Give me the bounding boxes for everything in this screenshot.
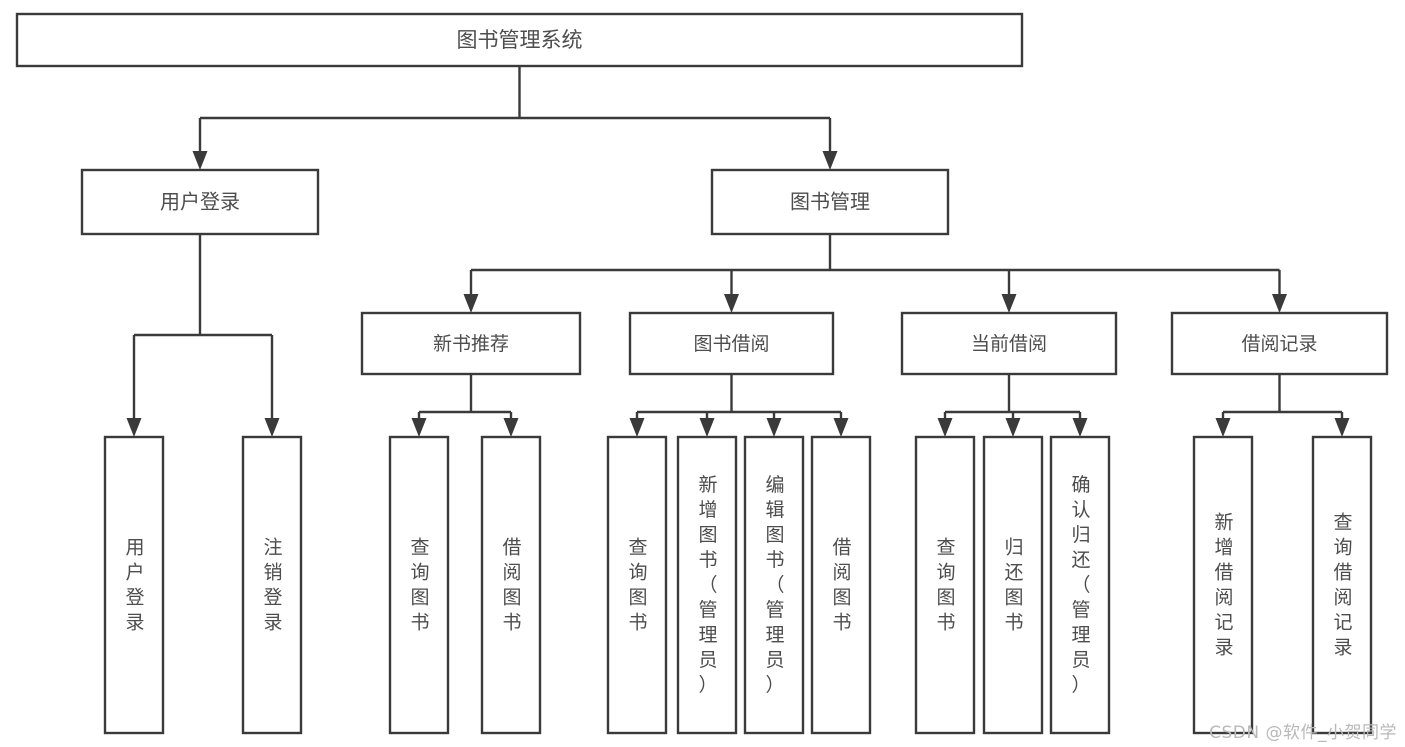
node-box-new-book-recommend[interactable]: [360, 311, 582, 376]
node-book-management[interactable]: 图书管理: [710, 168, 950, 236]
node-user-logout[interactable]: 注销登录: [241, 435, 303, 735]
node-box-query-book-2[interactable]: [606, 435, 668, 735]
node-box-borrow-book-2[interactable]: [810, 435, 872, 735]
node-current-borrow[interactable]: 当前借阅: [900, 311, 1118, 376]
book-management-arrow-icon-0: [463, 294, 479, 313]
node-book-borrow[interactable]: 图书借阅: [628, 311, 835, 376]
node-box-edit-book-admin[interactable]: [743, 435, 805, 735]
node-user-login-do[interactable]: 用户登录: [103, 435, 165, 735]
book-borrow-arrow-icon-0: [629, 418, 645, 437]
node-label-root: 图书管理系统: [457, 28, 583, 52]
node-box-current-borrow[interactable]: [900, 311, 1118, 376]
book-management-arrow-icon-2: [1001, 294, 1017, 313]
user-login-arrow-icon-1: [264, 418, 280, 437]
node-label-borrow-records: 借阅记录: [1241, 333, 1317, 355]
book-management-arrow-icon-3: [1272, 294, 1287, 313]
node-add-borrow-record[interactable]: 新增借阅记录: [1192, 435, 1254, 735]
node-label-add-borrow-record: 新增借阅记录: [1214, 511, 1233, 658]
node-label-user-login-do: 用户登录: [125, 536, 144, 633]
current-borrow-arrow-icon-0: [937, 418, 953, 437]
node-confirm-return-admin[interactable]: 确认归还（管理员）: [1049, 435, 1111, 735]
node-box-query-book-1[interactable]: [388, 435, 450, 735]
node-box-book-borrow[interactable]: [628, 311, 835, 376]
book-borrow-arrow-icon-3: [833, 418, 849, 437]
node-layer: 图书管理系统用户登录用户登录注销登录图书管理新书推荐查询图书借阅图书图书借阅查询…: [15, 12, 1389, 735]
node-label-borrow-book-1: 借阅图书: [502, 536, 521, 633]
node-borrow-records[interactable]: 借阅记录: [1170, 311, 1389, 376]
node-borrow-book-1[interactable]: 借阅图书: [480, 435, 542, 735]
node-label-book-management: 图书管理: [790, 190, 870, 214]
node-label-return-book: 归还图书: [1004, 536, 1023, 633]
node-label-new-book-recommend: 新书推荐: [433, 333, 509, 355]
node-label-current-borrow: 当前借阅: [971, 333, 1047, 355]
node-label-query-book-1: 查询图书: [410, 536, 429, 633]
connector-layer: [126, 66, 1350, 437]
node-label-query-book-3: 查询图书: [936, 536, 955, 633]
node-label-edit-book-admin: 编辑图书（管理员）: [765, 474, 784, 696]
node-box-query-borrow-record[interactable]: [1311, 435, 1373, 735]
user-login-arrow-icon-0: [126, 418, 142, 437]
node-add-book-admin[interactable]: 新增图书（管理员）: [676, 435, 738, 735]
book-borrow-arrow-icon-1: [699, 418, 715, 437]
node-box-borrow-records[interactable]: [1170, 311, 1389, 376]
node-box-add-borrow-record[interactable]: [1192, 435, 1254, 735]
book-management-arrow-icon-1: [724, 294, 739, 313]
node-label-confirm-return-admin: 确认归还（管理员）: [1071, 474, 1090, 696]
root-arrow-icon-0: [192, 151, 208, 170]
node-box-borrow-book-1[interactable]: [480, 435, 542, 735]
node-box-user-login[interactable]: [80, 168, 320, 236]
current-borrow-arrow-icon-1: [1005, 418, 1021, 437]
borrow-records-arrow-icon-1: [1334, 418, 1350, 437]
node-box-user-logout[interactable]: [241, 435, 303, 735]
node-box-user-login-do[interactable]: [103, 435, 165, 735]
node-label-user-logout: 注销登录: [263, 536, 282, 633]
new-book-recommend-arrow-icon-0: [411, 418, 427, 437]
node-label-query-book-2: 查询图书: [628, 536, 647, 633]
node-box-add-book-admin[interactable]: [676, 435, 738, 735]
node-query-book-1[interactable]: 查询图书: [388, 435, 450, 735]
book-borrow-arrow-icon-2: [766, 418, 782, 437]
node-box-root[interactable]: [15, 12, 1024, 68]
current-borrow-arrow-icon-2: [1072, 418, 1088, 437]
node-return-book[interactable]: 归还图书: [982, 435, 1044, 735]
node-user-login[interactable]: 用户登录: [80, 168, 320, 236]
node-label-add-book-admin: 新增图书（管理员）: [698, 474, 717, 696]
node-query-borrow-record[interactable]: 查询借阅记录: [1311, 435, 1373, 735]
node-label-borrow-book-2: 借阅图书: [832, 536, 851, 633]
node-box-book-management[interactable]: [710, 168, 950, 236]
node-edit-book-admin[interactable]: 编辑图书（管理员）: [743, 435, 805, 735]
node-box-confirm-return-admin[interactable]: [1049, 435, 1111, 735]
node-label-book-borrow: 图书借阅: [693, 333, 769, 355]
node-borrow-book-2[interactable]: 借阅图书: [810, 435, 872, 735]
root-arrow-icon-1: [822, 151, 838, 170]
new-book-recommend-arrow-icon-1: [503, 418, 519, 437]
node-label-user-login: 用户登录: [160, 190, 240, 214]
node-new-book-recommend[interactable]: 新书推荐: [360, 311, 582, 376]
node-label-query-borrow-record: 查询借阅记录: [1333, 511, 1352, 658]
node-query-book-2[interactable]: 查询图书: [606, 435, 668, 735]
node-query-book-3[interactable]: 查询图书: [914, 435, 976, 735]
node-box-return-book[interactable]: [982, 435, 1044, 735]
node-box-query-book-3[interactable]: [914, 435, 976, 735]
borrow-records-arrow-icon-0: [1215, 418, 1231, 437]
node-root[interactable]: 图书管理系统: [15, 12, 1024, 68]
